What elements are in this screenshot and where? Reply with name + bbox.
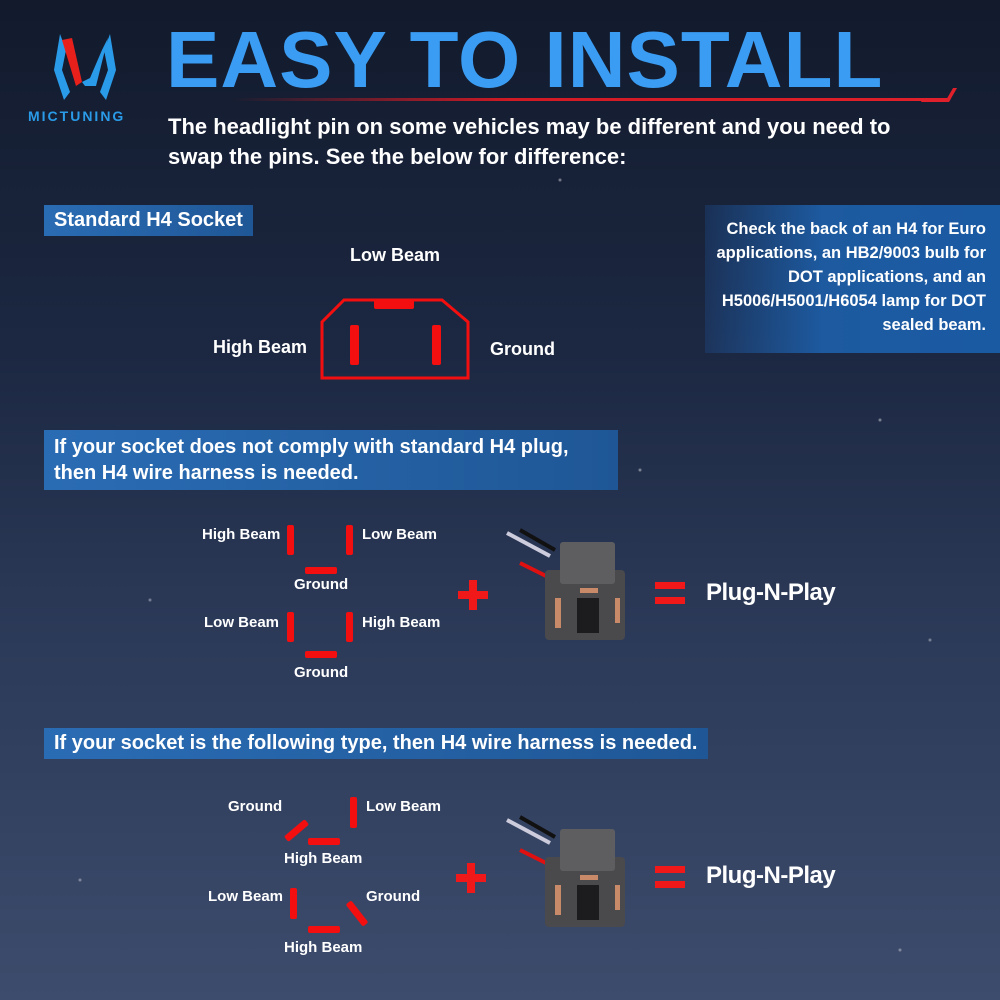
plug-n-play-label: Plug-N-Play — [706, 862, 836, 889]
pin — [305, 651, 337, 658]
pin-ground — [432, 325, 441, 365]
pin — [283, 819, 310, 842]
label: Ground — [294, 664, 349, 681]
brand-name: MICTUNING — [28, 108, 126, 124]
label-ground: Ground — [490, 339, 555, 359]
pin — [308, 838, 340, 845]
mictuning-logo-icon — [54, 34, 116, 100]
label: Low Beam — [204, 614, 280, 631]
pin — [350, 797, 357, 828]
label: Ground — [366, 888, 421, 905]
label-high-beam: High Beam — [213, 337, 308, 357]
pin-high-beam — [350, 325, 359, 365]
pin-low-beam — [374, 300, 414, 309]
page-title: EASY TO INSTALL — [166, 15, 884, 104]
title-underline — [230, 98, 930, 101]
label: Ground — [294, 576, 349, 593]
h4-socket-outline — [320, 298, 470, 380]
title-accent — [920, 88, 958, 102]
pin — [287, 525, 294, 555]
plug-n-play-label: Plug-N-Play — [706, 579, 836, 606]
pin — [290, 888, 297, 919]
label: Low Beam — [366, 798, 442, 815]
info-panel: Check the back of an H4 for Euro applica… — [705, 205, 1000, 353]
pin — [308, 926, 340, 933]
pin — [345, 900, 369, 927]
pin — [346, 612, 353, 642]
plus-icon — [458, 580, 488, 610]
standard-socket-heading: Standard H4 Socket — [44, 205, 253, 236]
label: Low Beam — [362, 526, 438, 543]
pin — [346, 525, 353, 555]
h4-connector-image — [506, 815, 625, 927]
subtitle: The headlight pin on some vehicles may b… — [168, 114, 891, 169]
label: High Beam — [284, 939, 363, 956]
pin — [305, 567, 337, 574]
label: Ground — [228, 798, 283, 815]
label-low-beam: Low Beam — [350, 245, 441, 265]
section3-heading: If your socket is the following type, th… — [44, 728, 708, 759]
label: Low Beam — [208, 888, 284, 905]
plus-icon — [456, 863, 486, 893]
pin — [287, 612, 294, 642]
label: High Beam — [284, 850, 363, 867]
label: High Beam — [362, 614, 441, 631]
equals-icon — [655, 866, 685, 888]
equals-icon — [655, 582, 685, 604]
h4-connector-image — [506, 528, 625, 640]
label: High Beam — [202, 526, 281, 543]
section2-heading: If your socket does not comply with stan… — [44, 430, 618, 490]
